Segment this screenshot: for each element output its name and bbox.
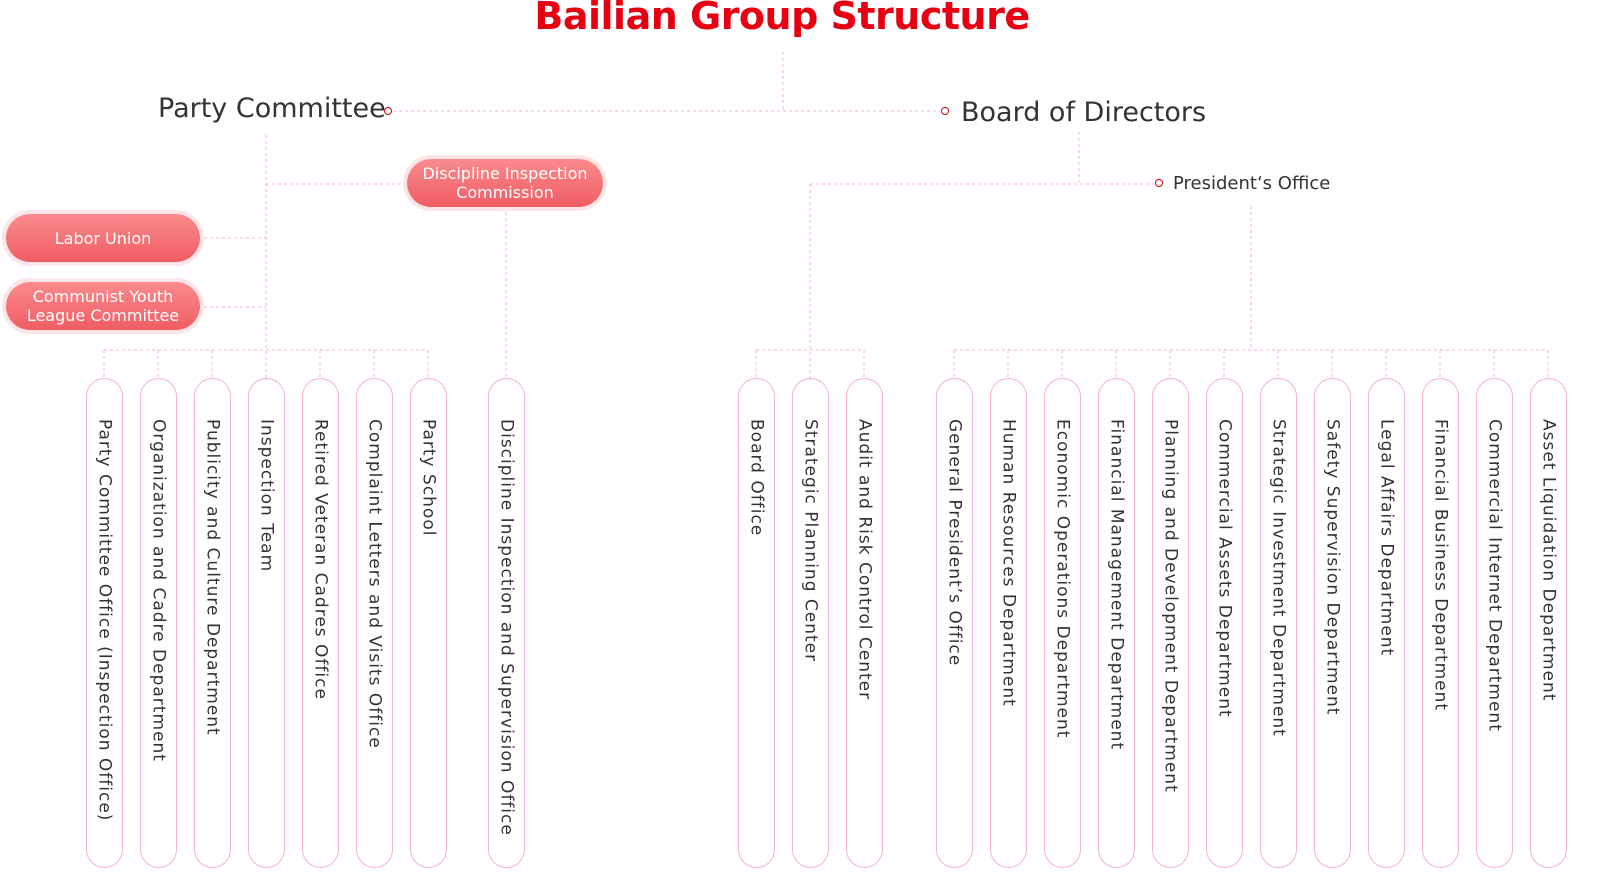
- president-department-column: Legal Affairs Department: [1368, 378, 1405, 868]
- president-department-column: Commercial Internet Department: [1476, 378, 1513, 868]
- department-label: Party School: [418, 419, 439, 537]
- discipline-department-column: Discipline Inspection and Supervision Of…: [488, 378, 525, 868]
- department-label: Retired Veteran Cadres Office: [310, 419, 331, 700]
- party-department-column: Party School: [410, 378, 447, 868]
- department-label: Discipline Inspection and Supervision Of…: [496, 419, 517, 836]
- party-committee-heading: Party Committee: [158, 93, 386, 124]
- board-department-column: Board Office: [738, 378, 775, 868]
- president-department-column: Planning and Development Department: [1152, 378, 1189, 868]
- party-department-column: Complaint Letters and Visits Office: [356, 378, 393, 868]
- party-department-column: Publicity and Culture Department: [194, 378, 231, 868]
- department-label: Audit and Risk Control Center: [854, 419, 875, 701]
- department-label: Planning and Development Department: [1160, 419, 1181, 793]
- page-title: Bailian Group Structure: [534, 0, 1030, 38]
- department-label: Complaint Letters and Visits Office: [364, 419, 385, 749]
- department-label: Strategic Investment Department: [1268, 419, 1289, 737]
- department-label: Commercial Internet Department: [1484, 419, 1505, 732]
- department-label: Commercial Assets Department: [1214, 419, 1235, 718]
- department-label: Strategic Planning Center: [800, 419, 821, 663]
- party-department-column: Inspection Team: [248, 378, 285, 868]
- board-of-directors-heading: Board of Directors: [961, 97, 1207, 128]
- department-label: Financial Business Department: [1430, 419, 1451, 712]
- department-label: Human Resources Department: [998, 419, 1019, 707]
- presidents-office-label: President‘s Office: [1173, 173, 1331, 194]
- president-department-column: Economic Operations Department: [1044, 378, 1081, 868]
- department-label: Legal Affairs Department: [1376, 419, 1397, 657]
- party-department-column: Organization and Cadre Department: [140, 378, 177, 868]
- president-department-column: Human Resources Department: [990, 378, 1027, 868]
- board-department-column: Audit and Risk Control Center: [846, 378, 883, 868]
- department-label: Asset Liquidation Department: [1538, 419, 1559, 702]
- president-department-column: Asset Liquidation Department: [1530, 378, 1567, 868]
- president-department-column: Commercial Assets Department: [1206, 378, 1243, 868]
- president-department-column: Strategic Investment Department: [1260, 378, 1297, 868]
- department-label: General President’s Office: [944, 419, 965, 667]
- president-department-column: Safety Supervision Department: [1314, 378, 1351, 868]
- department-label: Economic Operations Department: [1052, 419, 1073, 739]
- department-label: Publicity and Culture Department: [202, 419, 223, 736]
- department-label: Financial Management Department: [1106, 419, 1127, 751]
- party-department-column: Retired Veteran Cadres Office: [302, 378, 339, 868]
- presidents-office-dot-icon: [1155, 179, 1163, 187]
- president-department-column: Financial Management Department: [1098, 378, 1135, 868]
- labor-union-pill: Labor Union: [6, 214, 200, 262]
- board-department-column: Strategic Planning Center: [792, 378, 829, 868]
- board-dot-icon: [941, 107, 949, 115]
- party-committee-dot-icon: [384, 107, 392, 115]
- department-label: Organization and Cadre Department: [148, 419, 169, 762]
- president-department-column: Financial Business Department: [1422, 378, 1459, 868]
- president-department-column: General President’s Office: [936, 378, 973, 868]
- department-label: Inspection Team: [256, 419, 277, 573]
- discipline-inspection-commission-pill: Discipline Inspection Commission: [407, 159, 603, 207]
- department-label: Party Committee Office (Inspection Offic…: [94, 419, 115, 822]
- communist-youth-league-pill: Communist Youth League Committee: [6, 282, 200, 330]
- party-department-column: Party Committee Office (Inspection Offic…: [86, 378, 123, 868]
- department-label: Board Office: [746, 419, 767, 537]
- department-label: Safety Supervision Department: [1322, 419, 1343, 716]
